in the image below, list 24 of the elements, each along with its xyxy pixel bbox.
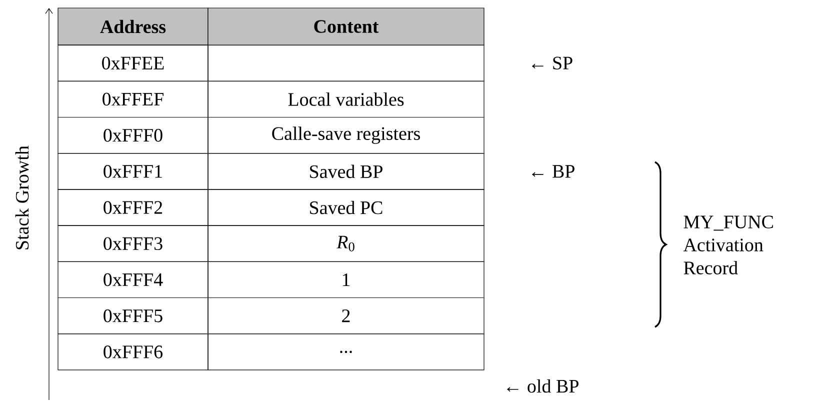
table-cell: 1 [208, 261, 484, 298]
brace-label: MY_FUNC Activation Record [683, 216, 773, 274]
axis-label: Stack Growth [15, 146, 29, 250]
table-cell: 0xFFF4 [58, 261, 208, 298]
table-cell: ... [208, 334, 484, 370]
pointer-label: ← BP [532, 165, 574, 178]
table-cell: 0xFFF0 [58, 116, 208, 154]
table-cell: 0xFFF5 [58, 297, 208, 334]
table-cell: Local variables [208, 80, 484, 118]
table-cell: 0xFFF1 [58, 153, 208, 190]
pointer-label: ← old BP [507, 379, 578, 393]
table-cell: 0xFFEE [58, 44, 208, 82]
table-header-cell: Content [208, 8, 484, 46]
table-cell: Saved PC [208, 189, 484, 226]
table-cell: 0xFFEF [58, 80, 208, 118]
table-cell: Saved BP [208, 153, 484, 190]
table-cell: 2 [208, 297, 484, 334]
table-cell: R$_{0}$ [208, 225, 484, 262]
table-cell: Calle-save registers [208, 116, 484, 154]
pointer-label: ← SP [532, 56, 572, 70]
table-cell: 0xFFF6 [58, 334, 208, 370]
table-cell: 0xFFF3 [58, 225, 208, 262]
table-cell: 0xFFF2 [58, 189, 208, 226]
table-header-cell: Address [58, 8, 208, 46]
